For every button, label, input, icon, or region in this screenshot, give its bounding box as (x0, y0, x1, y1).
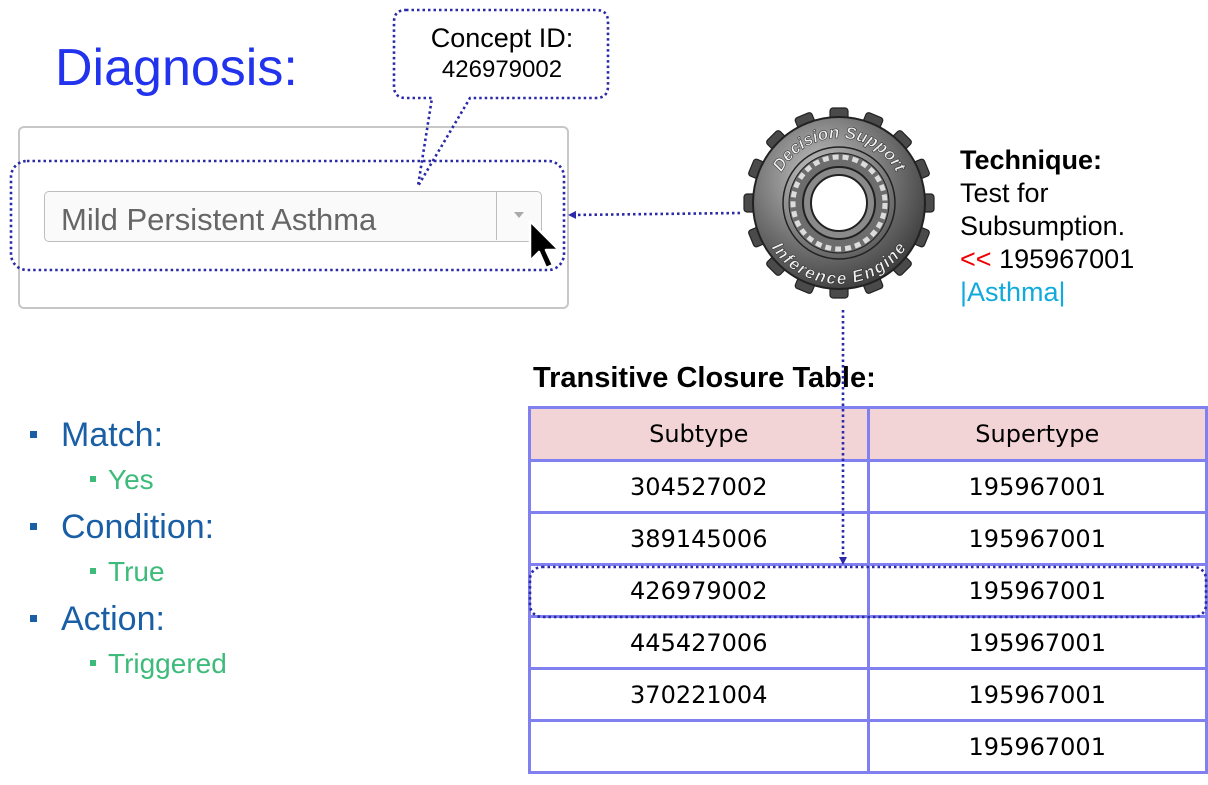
subsumption-operator: << (960, 244, 992, 274)
table-title: Transitive Closure Table: (533, 362, 876, 394)
list-item: Triggered (90, 650, 227, 678)
technique-code: 195967001 (999, 244, 1135, 274)
concept-id-callout: Concept ID: 426979002 (392, 22, 612, 86)
subtype-cell: 445427006 (528, 615, 870, 670)
supertype-cell: 195967001 (866, 615, 1208, 670)
bullet-icon (90, 568, 96, 574)
list-item: True (90, 558, 227, 586)
diagnosis-title: Diagnosis: (55, 39, 298, 97)
callout-concept-id: 426979002 (441, 56, 563, 83)
table-header-row: Subtype Supertype (528, 406, 1208, 462)
subtype-cell (528, 719, 870, 774)
technique-title: Technique: (960, 145, 1103, 175)
technique-line2: Subsumption. (960, 211, 1126, 241)
result-value: Yes (108, 464, 154, 495)
subtype-cell: 370221004 (528, 667, 870, 722)
mouse-cursor-icon (528, 219, 561, 270)
list-item: Yes (90, 466, 227, 494)
table-row: 195967001 (528, 719, 1208, 774)
supertype-cell: 195967001 (866, 563, 1208, 618)
bullet-icon (30, 615, 37, 622)
list-item: Action: (30, 602, 227, 636)
result-label: Match: (61, 416, 164, 454)
bullet-icon (90, 476, 96, 482)
inference-engine-gear-icon: Decision Support Inference Engine (743, 107, 935, 299)
bullet-icon (90, 660, 96, 666)
arrow-engine-to-dropdown (568, 210, 741, 219)
header-supertype: Supertype (866, 406, 1208, 462)
subtype-cell: 426979002 (528, 563, 870, 618)
technique-term: |Asthma| (960, 277, 1066, 307)
result-label: Condition: (61, 508, 215, 546)
list-item: Condition: (30, 510, 227, 544)
supertype-cell: 195967001 (866, 459, 1208, 514)
callout-label: Concept ID: (430, 23, 574, 53)
subtype-cell: 304527002 (528, 459, 870, 514)
chevron-down-icon (514, 212, 524, 218)
supertype-cell: 195967001 (866, 511, 1208, 566)
list-item: Match: (30, 418, 227, 452)
supertype-cell: 195967001 (866, 719, 1208, 774)
results-list: Match: Yes Condition: True Action: Trigg… (30, 418, 227, 694)
subtype-cell: 389145006 (528, 511, 870, 566)
bullet-icon (30, 523, 37, 530)
result-value: True (108, 556, 165, 587)
bullet-icon (30, 431, 37, 438)
technique-block: Technique: Test for Subsumption. << 1959… (960, 144, 1134, 309)
result-label: Action: (61, 600, 165, 638)
technique-expression: << 195967001 (960, 243, 1134, 276)
diagnosis-select[interactable]: Mild Persistent Asthma (44, 191, 542, 242)
diagnosis-select-value: Mild Persistent Asthma (61, 202, 377, 237)
result-value: Triggered (108, 648, 227, 679)
technique-line1: Test for (960, 178, 1049, 208)
supertype-cell: 195967001 (866, 667, 1208, 722)
header-subtype: Subtype (528, 406, 870, 462)
